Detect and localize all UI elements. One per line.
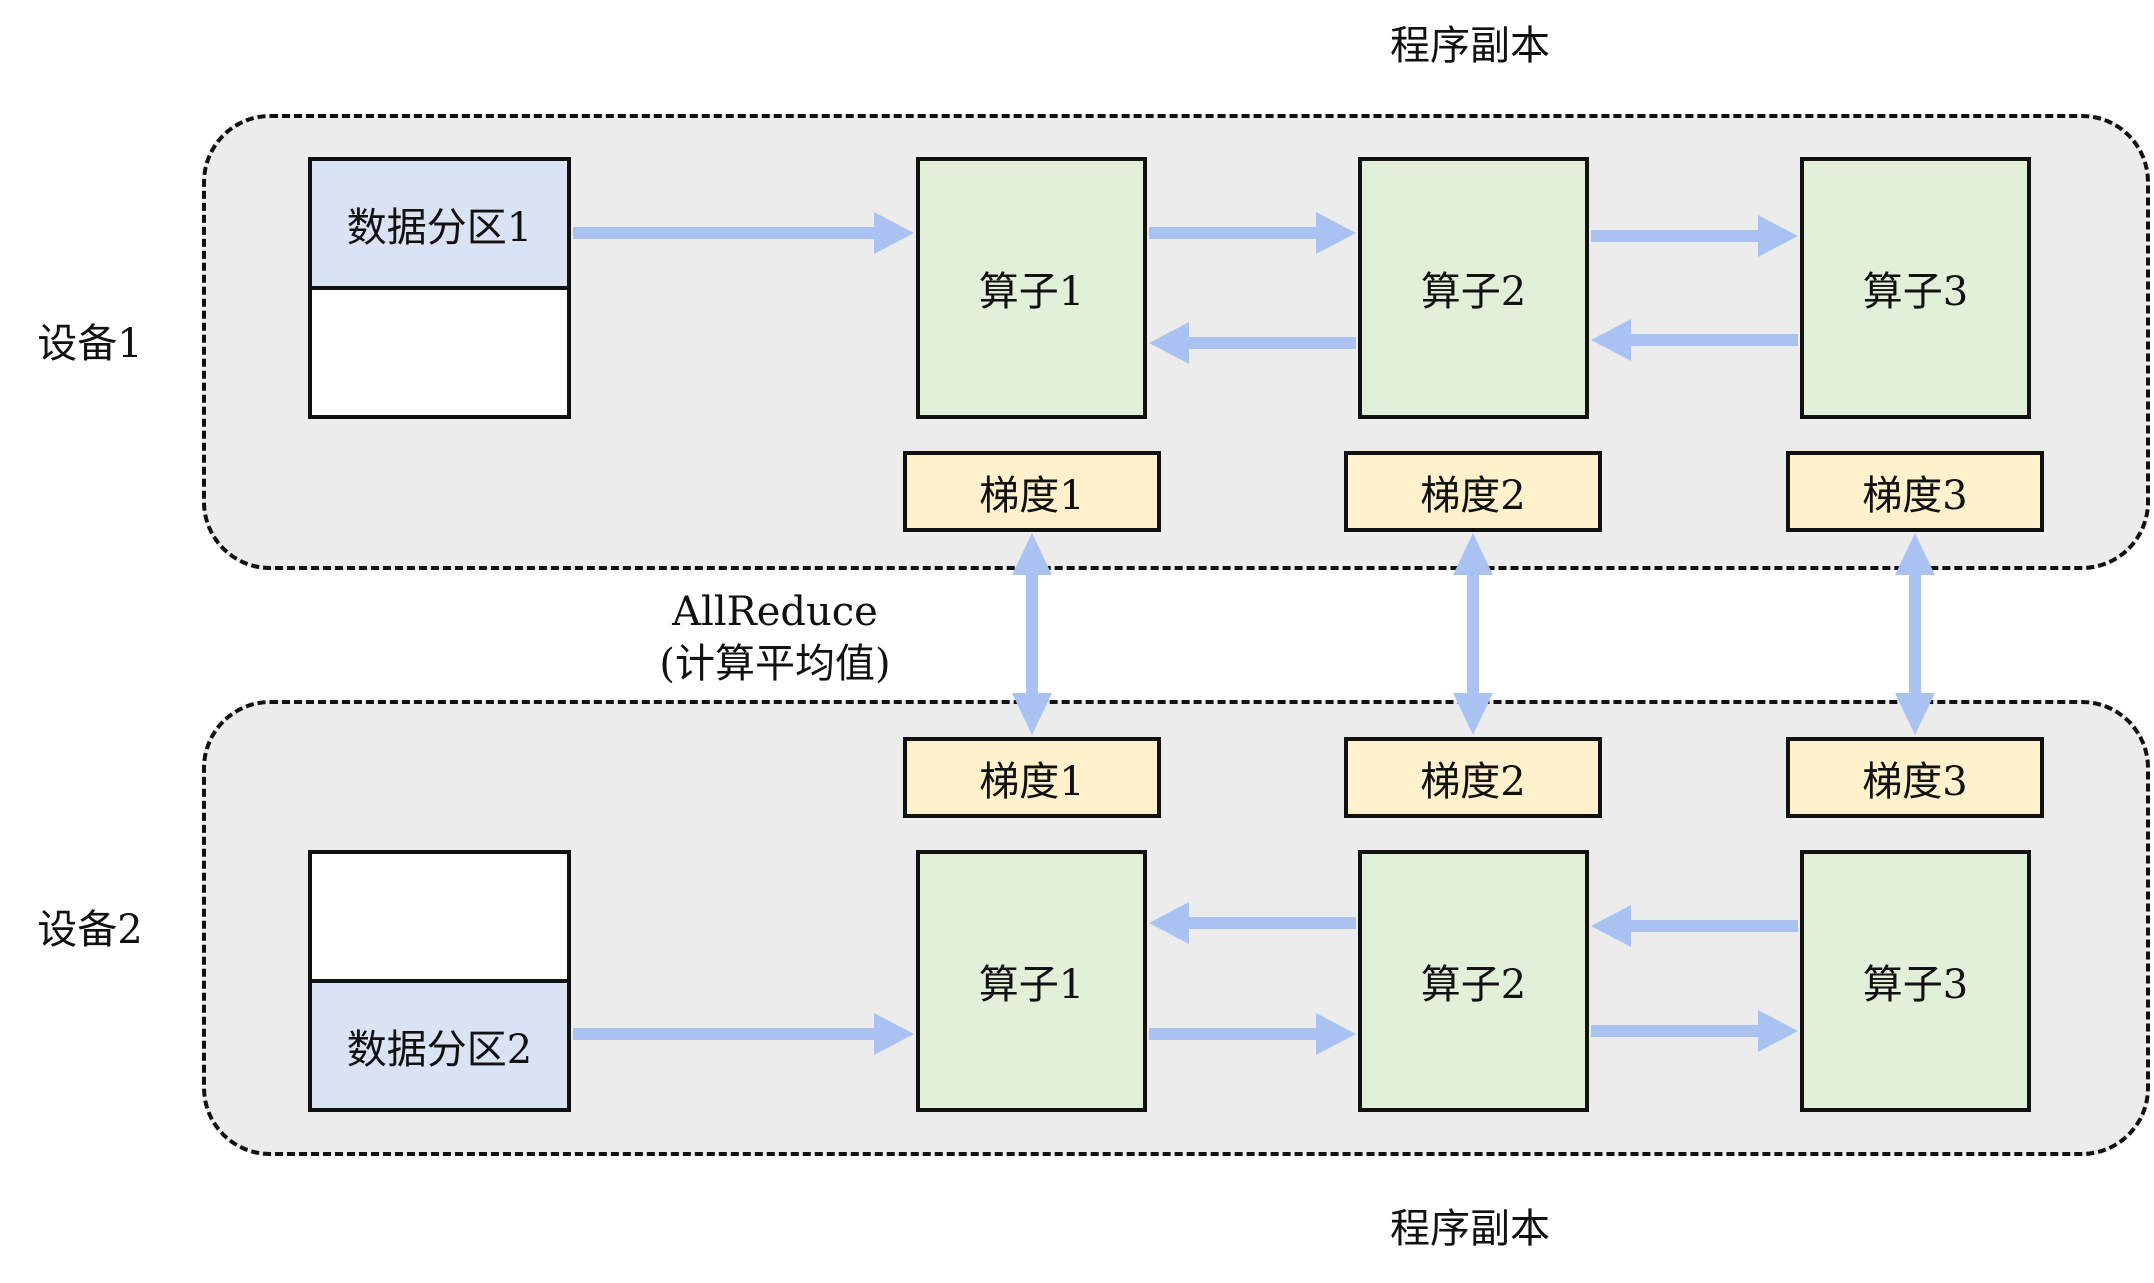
device-1-data-partition-cell: 数据分区1 [312,161,567,288]
device-1-data-partition: 数据分区1 [308,157,571,419]
device-1-gradient-3: 梯度3 [1786,451,2044,532]
device-2-operator-2: 算子2 [1358,850,1589,1112]
device-2-gradient-3: 梯度3 [1786,737,2044,818]
device-1-gradient-1: 梯度1 [903,451,1161,532]
device-1-gradient-2: 梯度2 [1344,451,1602,532]
device-1-operator-3: 算子3 [1800,157,2031,419]
bottom-program-copy-caption: 程序副本 [1390,1206,1550,1252]
allreduce-title: AllReduce [672,589,878,635]
allreduce-label: AllReduce (计算平均值) [620,586,930,690]
device-1-operator-2: 算子2 [1358,157,1589,419]
device-2-gradient-1: 梯度1 [903,737,1161,818]
device-2-gradient-2: 梯度2 [1344,737,1602,818]
device-2-empty-partition-cell [312,854,567,981]
device-2-operator-3: 算子3 [1800,850,2031,1112]
device-2-operator-1: 算子1 [916,850,1147,1112]
device-2-data-partition: 数据分区2 [308,850,571,1112]
device-1-empty-partition-cell [312,288,567,415]
top-program-copy-caption: 程序副本 [1390,23,1550,69]
device-1-operator-1: 算子1 [916,157,1147,419]
device-2-data-partition-cell: 数据分区2 [312,981,567,1108]
allreduce-subtitle: (计算平均值) [659,641,891,687]
device-2-label: 设备2 [37,907,143,953]
device-1-label: 设备1 [37,321,143,367]
